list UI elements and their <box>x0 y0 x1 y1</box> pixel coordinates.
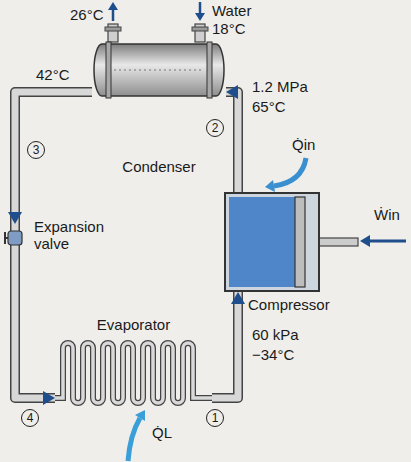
valve-symbol <box>4 224 26 252</box>
piston <box>295 197 305 287</box>
refrigerant-pipe <box>212 292 245 398</box>
pipe-outline <box>15 252 55 398</box>
flow-arrowhead <box>8 212 22 224</box>
state-number: 1 <box>212 412 219 424</box>
state-value-label: Ẇin <box>374 206 400 223</box>
arrow-head <box>108 2 118 10</box>
work-arrow <box>360 235 406 247</box>
coil-core <box>55 343 212 403</box>
flow-arrow <box>199 2 202 14</box>
state-circle: 1 <box>206 409 224 427</box>
state-value-label: 1.2 MPa <box>252 78 308 95</box>
state-value-label: 18°C <box>212 20 246 37</box>
component-name: Evaporator <box>55 316 212 333</box>
state-value-label: 60 kPa <box>252 326 299 343</box>
refrigerant-gas <box>229 197 295 287</box>
heat-arrow-shaft <box>128 418 140 461</box>
heat-in-arrow <box>265 158 306 192</box>
pipe-core <box>15 252 55 398</box>
water-inlet <box>192 2 208 42</box>
pipe-core <box>15 92 92 224</box>
flow-arrowhead <box>43 391 55 405</box>
condenser-flange <box>207 42 212 98</box>
stub-fitting <box>192 27 208 31</box>
condenser-shell <box>92 40 226 100</box>
compressor-unit: Compressor <box>224 192 320 292</box>
state-number: 3 <box>33 144 40 156</box>
arrow-head <box>360 235 370 247</box>
cylinder-wall <box>225 193 319 291</box>
pipe-core <box>226 92 238 192</box>
condenser-unit: Condenser <box>92 40 226 100</box>
valve-handle <box>4 232 6 244</box>
component-name: Condenser <box>92 158 226 175</box>
shell-seam <box>114 70 204 71</box>
compressor-cylinder <box>224 192 320 292</box>
pipe-outline <box>226 92 238 192</box>
arrow-head <box>195 13 205 21</box>
state-value-label: Water <box>212 2 251 19</box>
flow-arrowhead <box>231 292 245 304</box>
heat-arrow-shaft <box>274 158 306 186</box>
coil-outline <box>55 343 212 403</box>
state-number: 4 <box>27 412 34 424</box>
stub-fitting <box>105 27 121 31</box>
state-value-label: 65°C <box>252 98 286 115</box>
water-outlet <box>105 2 121 42</box>
pipe-outline <box>212 292 238 398</box>
heat-low-arrow <box>128 410 145 461</box>
state-value-label: Q̇in <box>292 136 315 153</box>
component-name: Compressor <box>248 296 330 313</box>
component-name: Expansion valve <box>34 218 118 253</box>
pipe-core <box>212 292 238 398</box>
condenser-body <box>94 44 224 96</box>
refrigerant-pipe <box>15 252 55 405</box>
evaporator-unit: Evaporator <box>55 316 212 408</box>
state-number: 2 <box>212 122 219 134</box>
valve-body <box>8 231 22 245</box>
refrigerant-pipe <box>226 85 238 192</box>
state-circle: 2 <box>206 119 224 137</box>
expansion-valve: Expansion valve <box>4 224 26 252</box>
flow-arrowhead <box>226 85 238 99</box>
work-arrow-shaft <box>368 240 406 243</box>
state-value-label: −34°C <box>252 346 294 363</box>
flow-arrow <box>112 9 115 21</box>
condenser-flange <box>106 42 111 98</box>
state-value-label: 26°C <box>70 6 104 23</box>
state-circle: 4 <box>21 409 39 427</box>
arrow-head <box>265 180 275 192</box>
refrigerant-pipe <box>8 92 92 224</box>
state-value-label: 42°C <box>36 66 70 83</box>
arrow-head <box>135 410 145 421</box>
pipe-outline <box>15 92 92 224</box>
state-circle: 3 <box>27 141 45 159</box>
state-value-label: Q̇L <box>152 424 172 441</box>
